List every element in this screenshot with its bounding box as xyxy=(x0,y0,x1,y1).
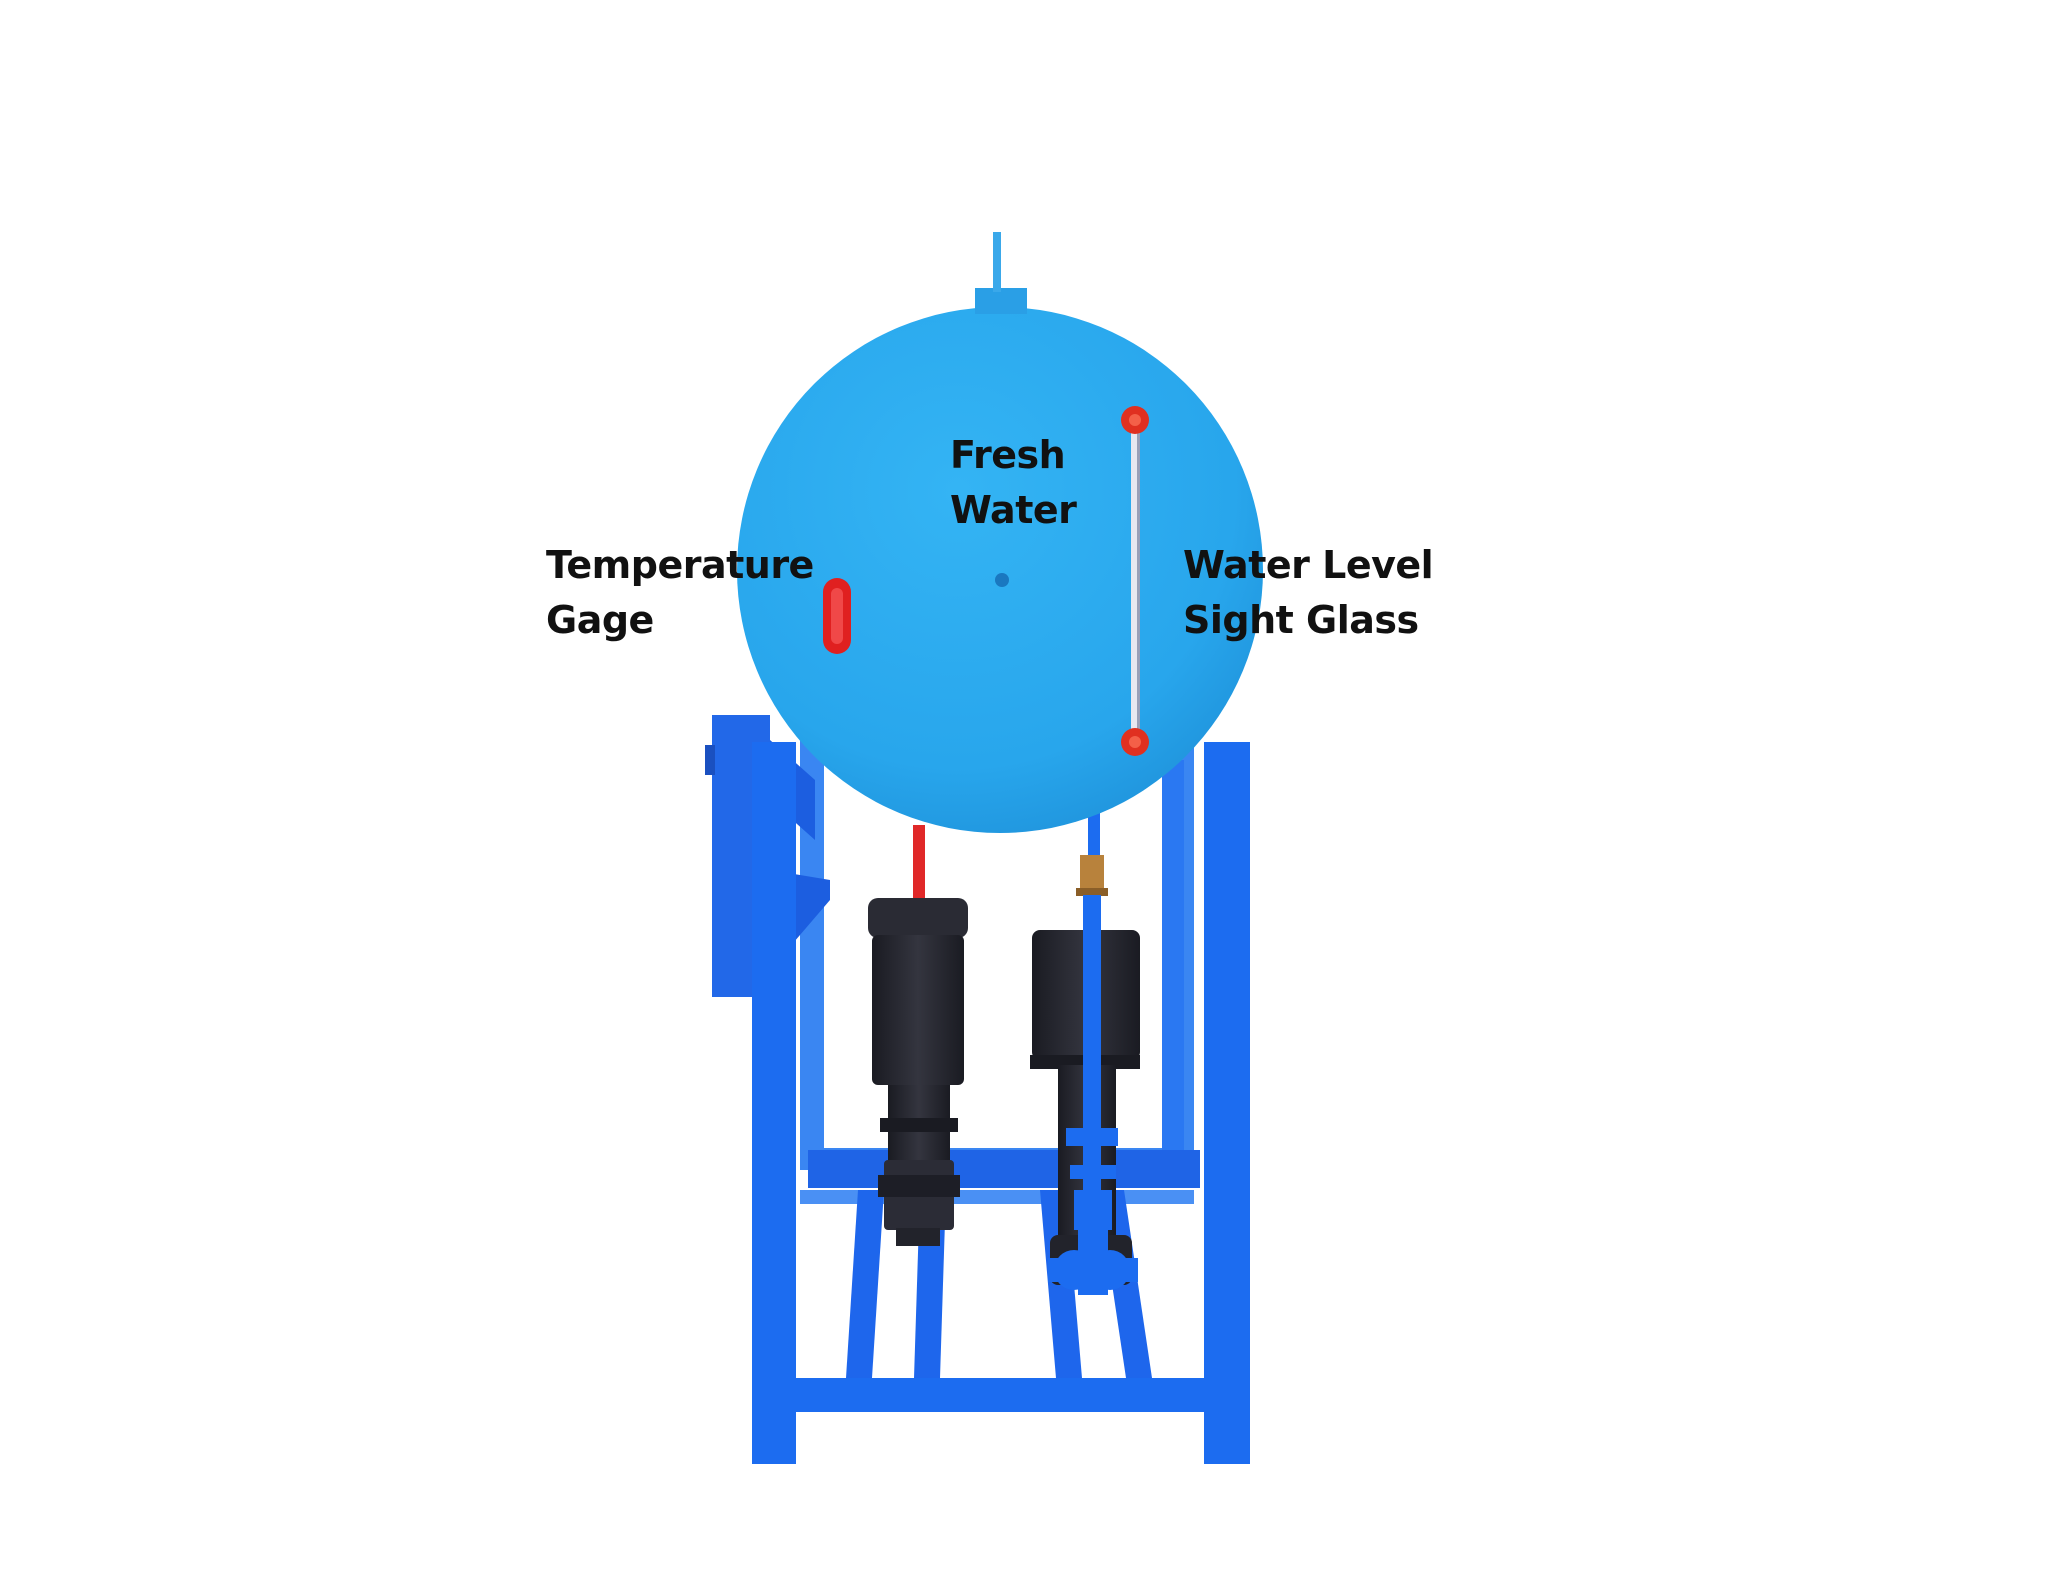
temperature-gage-label: Temperature Gage xyxy=(546,538,814,648)
fresh-water-label: Fresh Water xyxy=(950,428,1077,538)
temperature-gauge-icon xyxy=(823,578,851,654)
discharge-pipe xyxy=(1048,855,1138,1295)
sight-glass-icon xyxy=(1121,406,1149,756)
fresh-water-label-line-2: Water xyxy=(950,488,1077,532)
water-level-sight-glass-label: Water Level Sight Glass xyxy=(1183,538,1434,648)
water-level-sight-glass-label-line-1: Water Level xyxy=(1183,543,1434,587)
fresh-water-label-line-1: Fresh xyxy=(950,433,1066,477)
left-pump xyxy=(868,898,968,1246)
front-frame xyxy=(752,742,1250,1464)
water-level-sight-glass-label-line-2: Sight Glass xyxy=(1183,598,1419,642)
temperature-gage-label-line-2: Gage xyxy=(546,598,654,642)
temperature-gage-label-line-1: Temperature xyxy=(546,543,814,587)
